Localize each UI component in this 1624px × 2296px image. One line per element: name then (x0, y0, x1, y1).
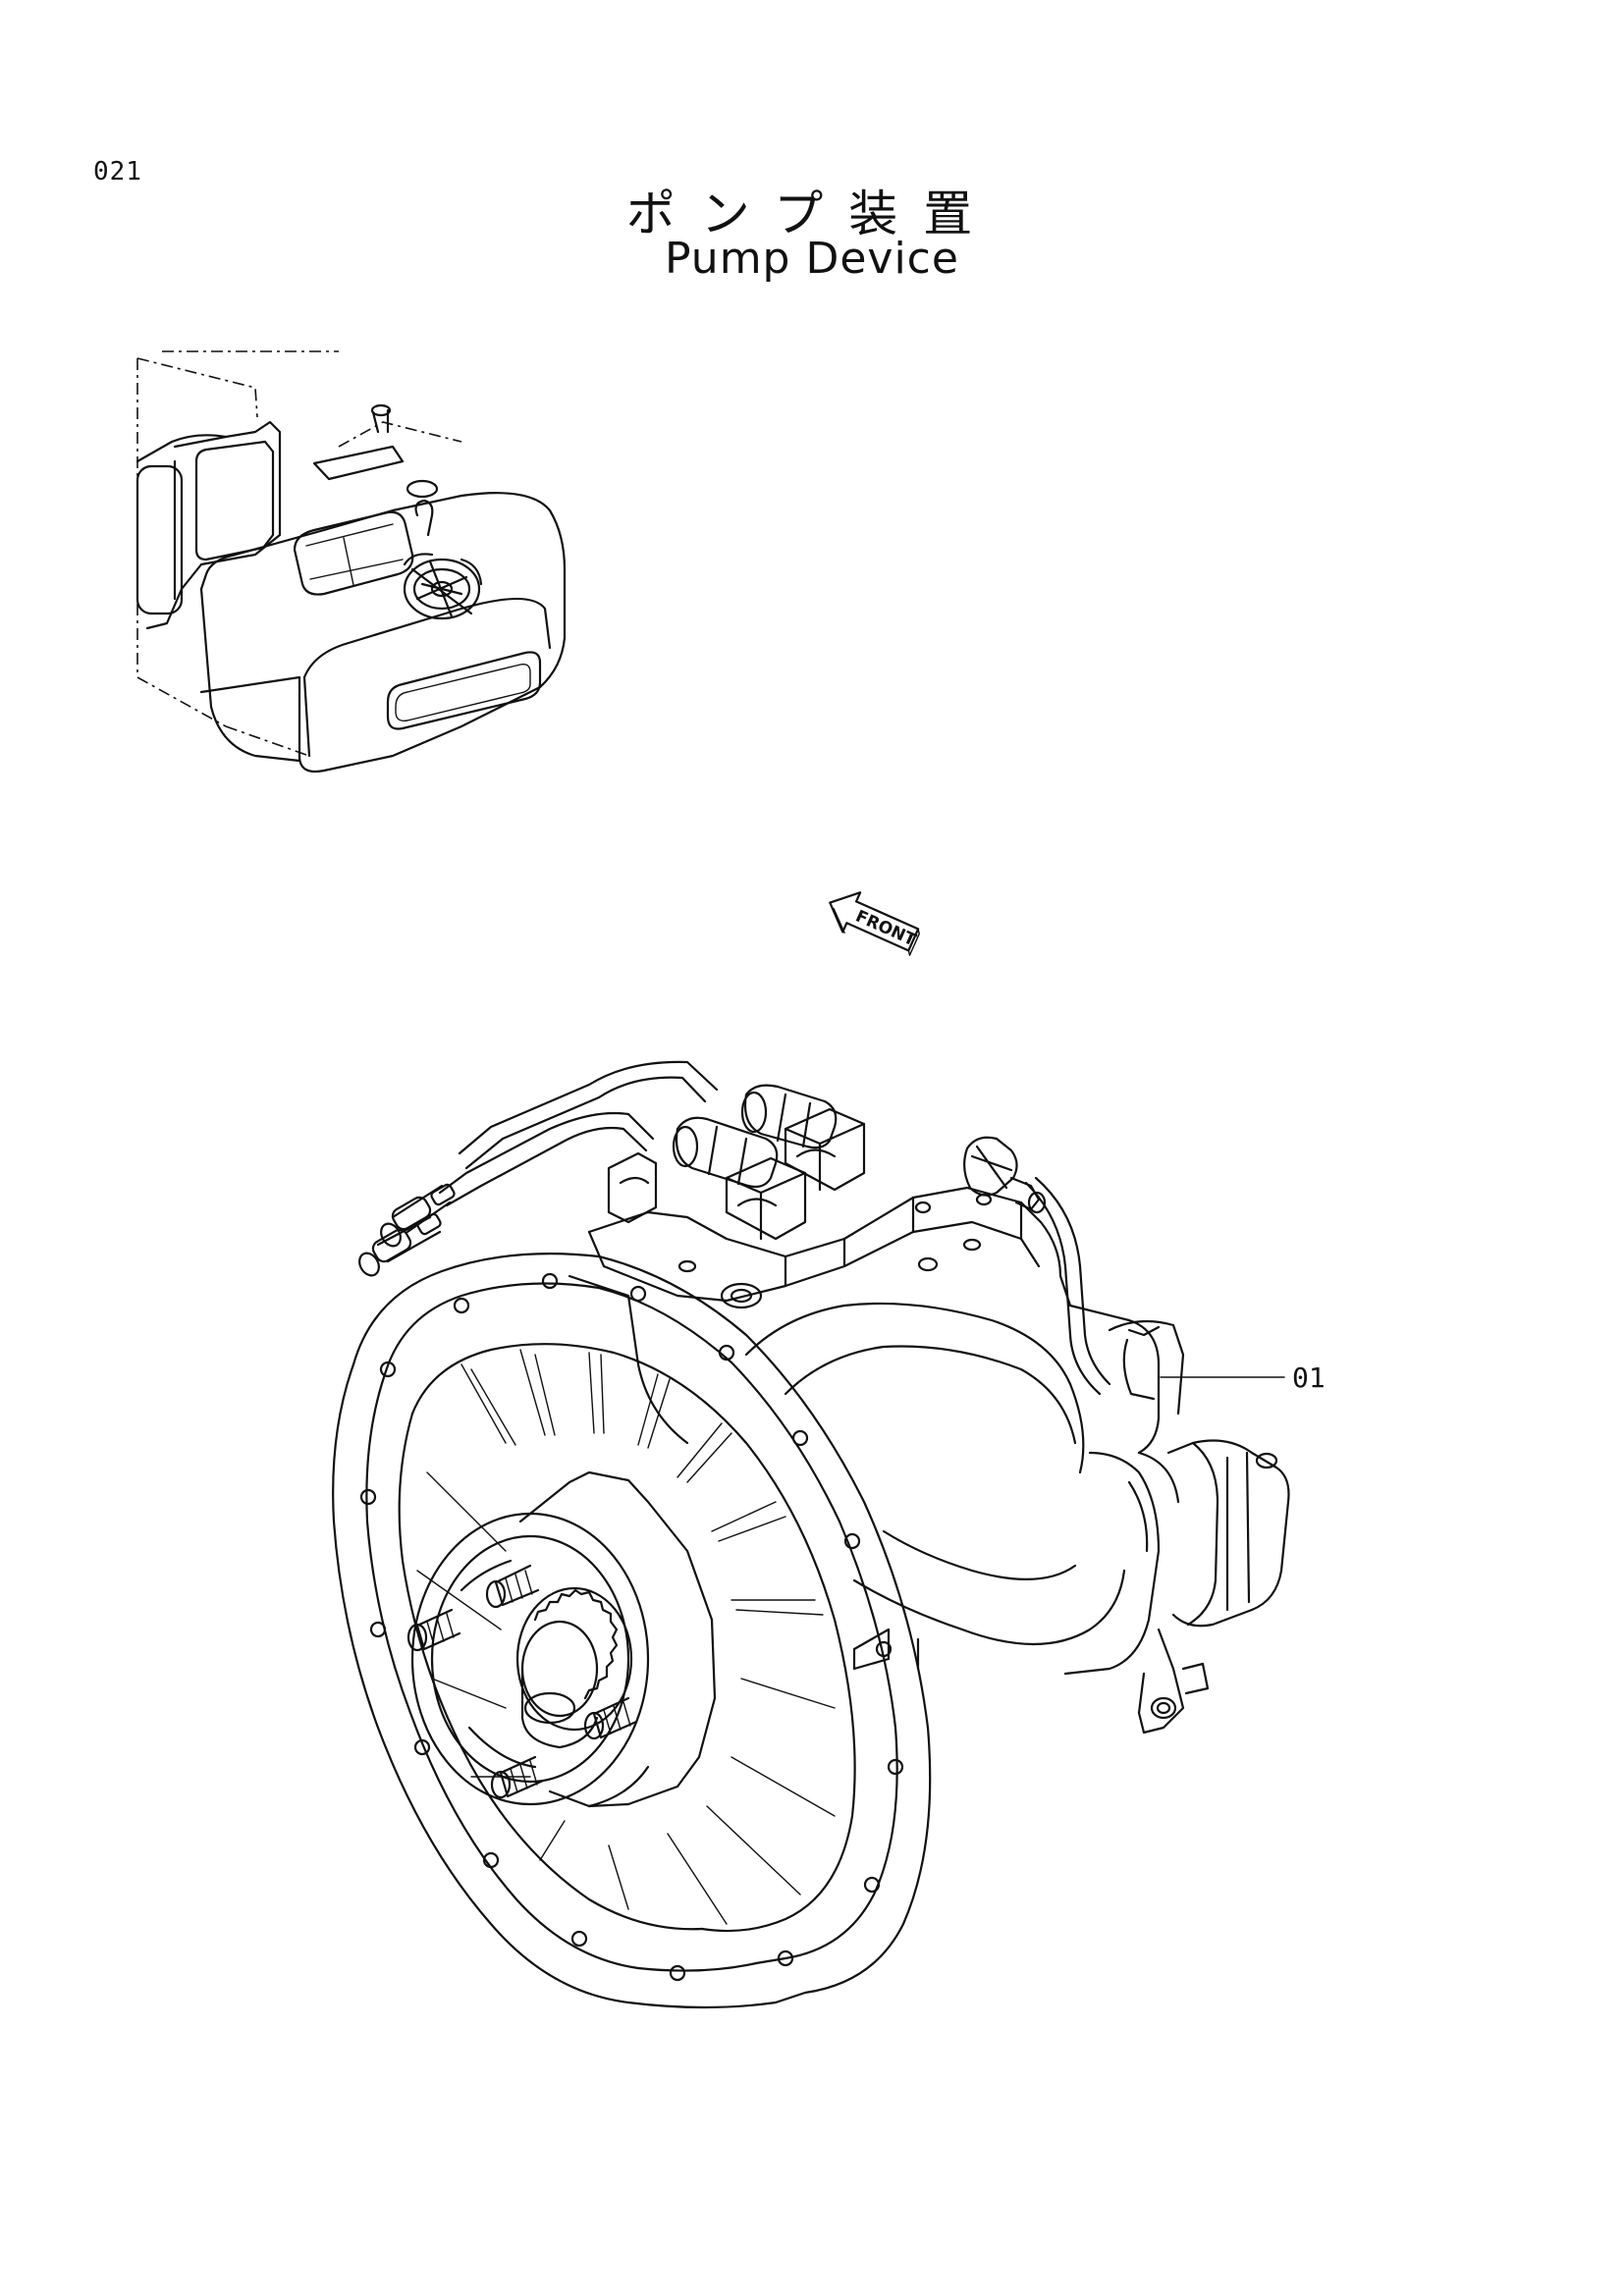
page-title-english: Pump Device (665, 234, 959, 284)
front-direction-arrow: FRONT (829, 891, 920, 956)
drive-coupling (406, 1470, 717, 1808)
pilot-gear-pump (1108, 1319, 1290, 1735)
sensor-cables (358, 1060, 1111, 1396)
page-title-japanese: ポンプ装置 (625, 186, 999, 242)
locator-pump-highlight (403, 553, 483, 620)
coupling-stud (406, 1608, 461, 1652)
coupling-stud (490, 1755, 545, 1799)
pressure-sensor (963, 1136, 1047, 1214)
locator-machine-outline (135, 350, 567, 774)
coupling-stud (583, 1696, 638, 1740)
pump-device-illustration (332, 1060, 1290, 2009)
page-number: 021 (93, 157, 142, 187)
callout-label: 01 (1292, 1362, 1326, 1394)
flywheel-housing (332, 1253, 932, 2009)
callout-01: 01 (1160, 1362, 1326, 1394)
front-label: FRONT (852, 907, 919, 951)
coupling-stud (485, 1564, 540, 1609)
solenoid-valves (607, 1084, 866, 1241)
pump-housing (568, 1186, 1180, 1676)
